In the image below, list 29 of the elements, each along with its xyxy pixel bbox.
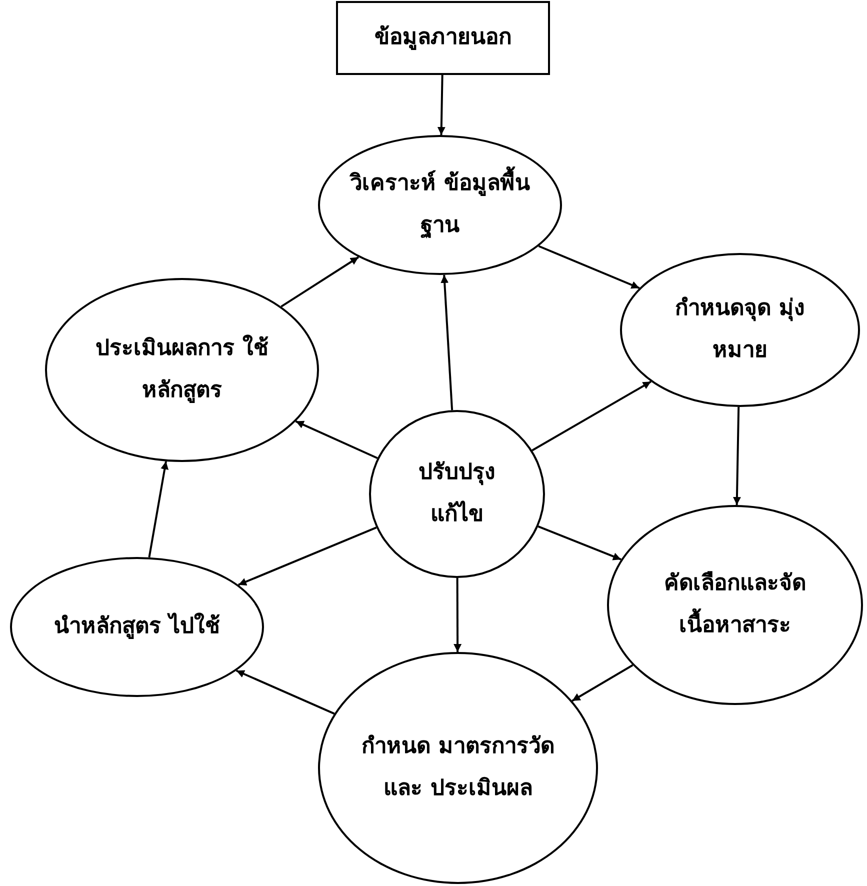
arrow [440, 274, 454, 410]
node-label: ข้อมูลภายนอก [374, 24, 512, 52]
arrow [572, 664, 634, 702]
arrow [148, 461, 169, 558]
arrow [437, 74, 446, 136]
node-label: กำหนด มาตรการวัดและ ประเมินผล [360, 733, 556, 803]
ellipse-node [620, 253, 860, 407]
arrow [732, 406, 741, 506]
arrow [532, 380, 652, 452]
node-label: วิเคราะห์ ข้อมูลพื้นฐาน [350, 163, 530, 247]
arrow [236, 670, 335, 715]
arrow [538, 245, 640, 289]
node-label: ปรับปรุง แก้ไข [418, 459, 496, 529]
ellipse-node [10, 557, 264, 697]
arrow [454, 578, 462, 652]
ellipse-node [45, 278, 319, 462]
arrow [538, 525, 622, 560]
node-label: กำหนดจุด มุ่งหมาย [674, 295, 806, 365]
node-label: คัดเลือกและจัด เนื้อหาสาระ [663, 570, 807, 640]
arrow [238, 526, 377, 586]
arrow [295, 420, 378, 460]
arrow [280, 256, 360, 308]
ellipse-node [369, 410, 545, 578]
node-label: นำหลักสูตร ไปใช้ [54, 612, 220, 642]
ellipse-node [318, 135, 562, 275]
ellipse-node [318, 652, 598, 884]
process-box [336, 1, 550, 75]
node-label: ประเมินผลการ ใช้หลักสูตร [94, 334, 270, 405]
ellipse-node [607, 505, 863, 705]
